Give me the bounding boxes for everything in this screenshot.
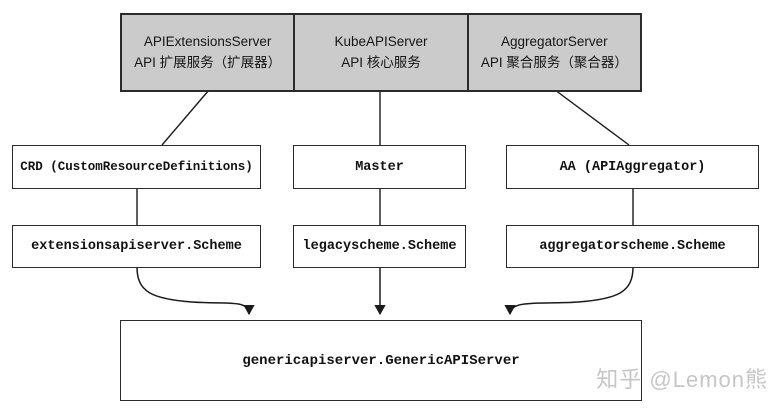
master-box: Master	[293, 145, 466, 189]
legacyscheme-scheme-box: legacyscheme.Scheme	[293, 225, 466, 268]
arrow-extscheme-to-generic	[136, 266, 255, 316]
header-cell-aggregatorserver: AggregatorServer API 聚合服务（聚合器）	[466, 15, 640, 90]
crd-box: CRD (CustomResourceDefinitions)	[12, 145, 261, 189]
aggregatorserver-subtitle: API 聚合服务（聚合器）	[480, 54, 628, 70]
edge-extserver-to-crd	[161, 89, 210, 146]
kubeapiserver-subtitle: API 核心服务	[341, 54, 421, 70]
aa-box: AA (APIAggregator)	[506, 145, 759, 189]
edge-aggserver-to-aa	[554, 89, 630, 146]
aggregatorserver-title: AggregatorServer	[501, 33, 608, 49]
kubeapiserver-title: KubeAPIServer	[334, 33, 428, 49]
header-row: APIExtensionsServer API 扩展服务（扩展器） KubeAP…	[120, 13, 642, 92]
zhihu-watermark: 知乎 @Lemon熊	[596, 367, 768, 392]
aggregatorscheme-scheme-box: aggregatorscheme.Scheme	[506, 225, 759, 268]
header-cell-kubeapiserver: KubeAPIServer API 核心服务	[293, 15, 466, 90]
arrow-aggscheme-to-generic	[504, 266, 634, 316]
apiextensionsserver-subtitle: API 扩展服务（扩展器）	[134, 54, 282, 70]
genericapiserver-box: genericapiserver.GenericAPIServer	[120, 320, 642, 401]
header-cell-apiextensionsserver: APIExtensionsServer API 扩展服务（扩展器）	[122, 15, 293, 90]
apiextensionsserver-title: APIExtensionsServer	[143, 33, 272, 49]
extensionsapiserver-scheme-box: extensionsapiserver.Scheme	[12, 225, 261, 268]
